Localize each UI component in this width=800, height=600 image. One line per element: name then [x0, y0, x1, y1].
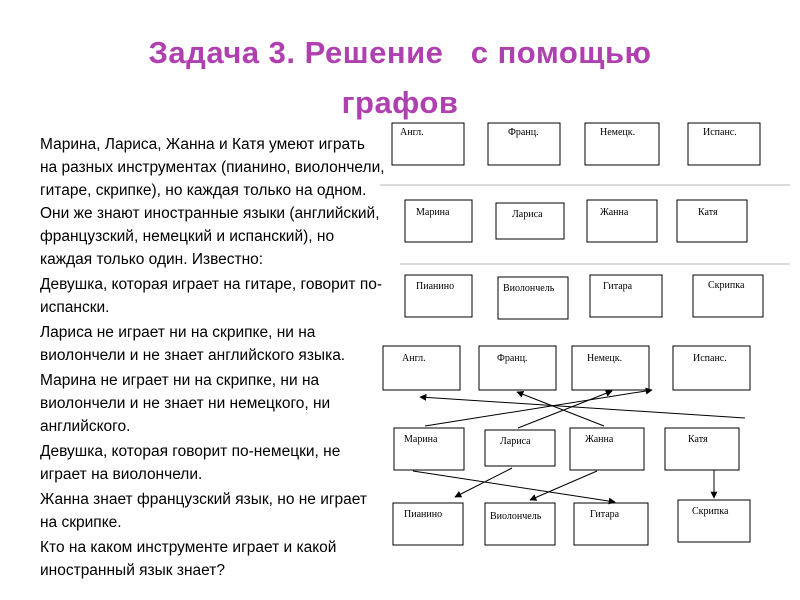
node-girl-katya: Катя: [664, 427, 740, 471]
node-girl-marina: Марина: [393, 427, 465, 471]
node-girl-marina: Марина: [404, 199, 473, 243]
task-paragraph: Жанна знает французский язык, но не игра…: [40, 491, 367, 531]
edge-larisa-german: [517, 390, 613, 429]
edge-zhanna-cello: [529, 470, 598, 501]
node-instr-violin: Скрипка: [677, 499, 751, 543]
svg-text:Скрипка: Скрипка: [708, 280, 745, 291]
task-paragraph: Марина, Лариса, Жанна и Катя умеют играт…: [40, 136, 385, 268]
task-paragraph: Девушка, которая говорит по-немецки, не …: [40, 443, 341, 483]
edge-marina-spanish: [424, 387, 653, 427]
svg-text:Виолончель: Виолончель: [490, 511, 542, 522]
node-lang-french: Франц.: [478, 345, 557, 391]
svg-text:Жанна: Жанна: [600, 207, 629, 218]
svg-text:Испанс.: Испанс.: [703, 127, 737, 138]
node-lang-english: Англ.: [391, 122, 465, 166]
svg-text:Франц.: Франц.: [497, 353, 528, 364]
slide-title: Задача 3. Решение с помощью графов: [0, 28, 800, 128]
svg-text:Англ.: Англ.: [402, 353, 426, 364]
node-girl-zhanna: Жанна: [586, 199, 658, 243]
svg-text:Марина: Марина: [404, 434, 438, 445]
svg-text:Пианино: Пианино: [404, 509, 442, 520]
node-girl-larisa: Лариса: [484, 429, 556, 467]
svg-text:Лариса: Лариса: [500, 436, 531, 447]
edge-marina-guitar: [412, 470, 616, 505]
node-instr-violin: Скрипка: [692, 274, 764, 318]
node-lang-french: Франц.: [487, 122, 561, 166]
node-instr-piano: Пианино: [404, 274, 473, 318]
node-girl-larisa: Лариса: [495, 202, 565, 240]
node-instr-cello: Виолончель: [497, 276, 569, 320]
node-girl-zhanna: Жанна: [569, 427, 645, 471]
svg-text:Гитара: Гитара: [590, 509, 620, 520]
svg-text:Катя: Катя: [698, 207, 718, 218]
svg-text:Жанна: Жанна: [585, 434, 614, 445]
node-lang-spanish: Испанс.: [672, 345, 751, 391]
graph-bottom: Англ. Франц. Немецк. Испанс. Марина Лари…: [382, 345, 751, 546]
svg-text:Испанс.: Испанс.: [693, 353, 727, 364]
node-girl-katya: Катя: [676, 199, 748, 243]
node-lang-english: Англ.: [382, 345, 461, 391]
svg-text:Лариса: Лариса: [512, 209, 543, 220]
edge-zhanna-french: [516, 391, 605, 427]
svg-text:Скрипка: Скрипка: [692, 506, 729, 517]
svg-text:Виолончель: Виолончель: [503, 283, 555, 294]
task-paragraph: Кто на каком инструменте играет и какой …: [40, 539, 337, 579]
edge-katya-english: [419, 393, 746, 419]
node-instr-guitar: Гитара: [573, 502, 649, 546]
graph-top: Англ. Франц. Немецк. Испанс. Марина Лари…: [380, 122, 790, 320]
svg-text:Немецк.: Немецк.: [587, 353, 622, 364]
task-paragraph: Девушка, которая играет на гитаре, говор…: [40, 276, 383, 316]
svg-text:Франц.: Франц.: [508, 127, 539, 138]
svg-text:Марина: Марина: [416, 207, 450, 218]
task-paragraph: Марина не играет ни на скрипке, ни на ви…: [40, 372, 331, 435]
node-instr-piano: Пианино: [392, 502, 464, 546]
svg-text:Англ.: Англ.: [400, 127, 424, 138]
task-text: Марина, Лариса, Жанна и Катя умеют играт…: [40, 133, 385, 584]
task-paragraph: Лариса не играет ни на скрипке, ни на ви…: [40, 324, 346, 364]
node-instr-guitar: Гитара: [589, 274, 663, 318]
svg-text:Пианино: Пианино: [416, 281, 454, 292]
node-lang-german: Немецк.: [584, 122, 660, 166]
node-lang-spanish: Испанс.: [687, 122, 761, 166]
svg-text:Катя: Катя: [688, 434, 708, 445]
node-instr-cello: Виолончель: [484, 502, 556, 546]
title-line-2: графов: [341, 85, 459, 120]
node-lang-german: Немецк.: [571, 345, 650, 391]
title-line-1: Задача 3. Решение с помощью: [148, 35, 652, 70]
svg-text:Немецк.: Немецк.: [600, 127, 635, 138]
edge-larisa-piano: [454, 467, 513, 498]
svg-text:Гитара: Гитара: [603, 281, 633, 292]
